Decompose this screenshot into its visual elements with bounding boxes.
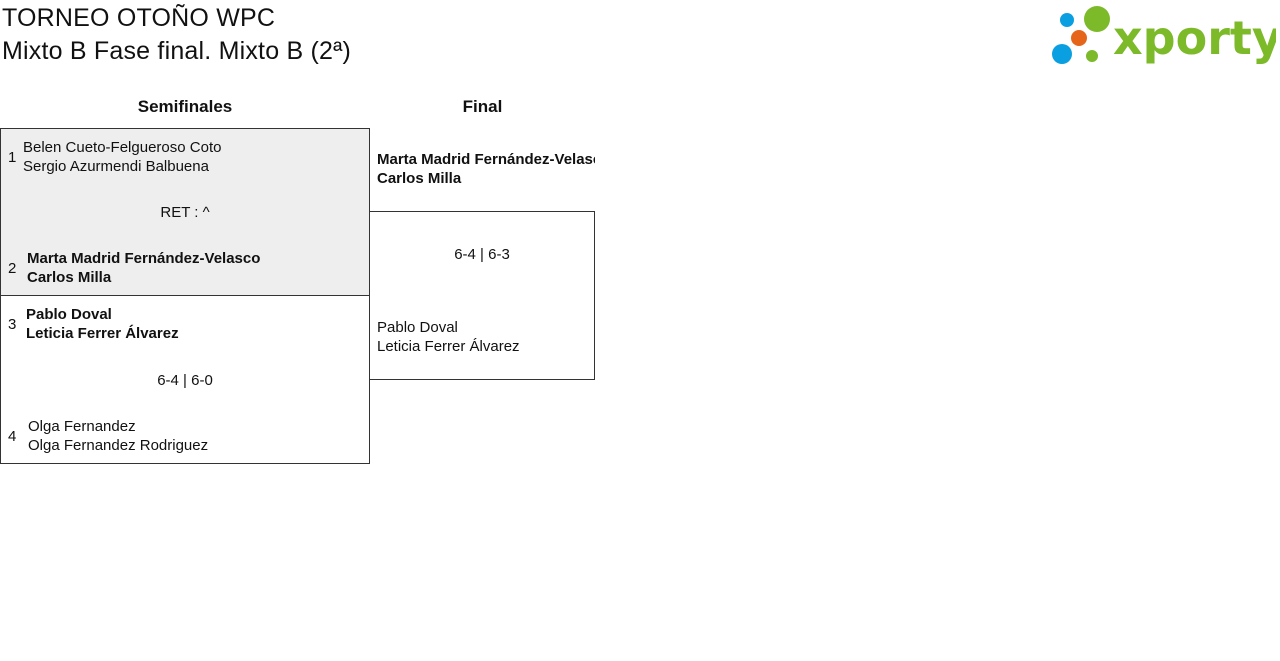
final-team-top[interactable]: Marta Madrid Fernández-Velasco Carlos Mi… <box>377 150 595 188</box>
seed-number: 3 <box>8 316 17 333</box>
team-entry[interactable]: Olga Fernandez Olga Fernandez Rodriguez <box>28 417 208 455</box>
team-entry[interactable]: Marta Madrid Fernández-Velasco Carlos Mi… <box>27 249 260 287</box>
match-score: 6-4 | 6-0 <box>157 372 213 389</box>
player-name: Marta Madrid Fernández-Velasco <box>27 250 261 267</box>
seed-number: 2 <box>8 260 17 277</box>
team-entry[interactable]: Pablo Doval Leticia Ferrer Álvarez <box>377 318 520 356</box>
player-name: Pablo Doval <box>26 306 112 323</box>
player-name: Marta Madrid Fernández-Velasco <box>377 151 595 168</box>
match-score: 6-4 | 6-3 <box>454 246 510 263</box>
xporty-logo-icon: xporty <box>1052 6 1276 65</box>
round-label-semifinals: Semifinales <box>137 97 233 116</box>
logo-text: xporty <box>1113 11 1276 65</box>
player-name: Sergio Azurmendi Balbuena <box>23 158 209 175</box>
player-name: Olga Fernandez Rodriguez <box>28 437 209 454</box>
draw-subtitle: Mixto B Fase final. Mixto B (2ª) <box>2 37 352 65</box>
final-match[interactable]: 6-4 | 6-3 Pablo Doval Leticia Ferrer Álv… <box>369 211 595 380</box>
player-name: Leticia Ferrer Álvarez <box>377 338 520 355</box>
xporty-logo[interactable]: xporty <box>1050 4 1276 66</box>
player-name: Carlos Milla <box>377 170 462 187</box>
seed-number: 4 <box>8 428 17 445</box>
team-entry[interactable]: Belen Cueto-Felgueroso Coto Sergio Azurm… <box>23 138 221 176</box>
player-name: Belen Cueto-Felgueroso Coto <box>23 139 222 156</box>
player-name: Olga Fernandez <box>28 418 136 435</box>
semifinal-match-1[interactable]: 1 Belen Cueto-Felgueroso Coto Sergio Azu… <box>0 128 370 296</box>
seed-number: 1 <box>8 149 17 166</box>
player-name: Carlos Milla <box>27 269 112 286</box>
match-score: RET : ^ <box>160 204 210 221</box>
team-entry[interactable]: Pablo Doval Leticia Ferrer Álvarez <box>26 305 179 343</box>
semifinal-match-2[interactable]: 3 Pablo Doval Leticia Ferrer Álvarez 6-4… <box>0 295 370 464</box>
player-name: Leticia Ferrer Álvarez <box>26 325 179 342</box>
player-name: Pablo Doval <box>377 319 458 336</box>
tournament-title: TORNEO OTOÑO WPC <box>2 4 276 32</box>
round-label-final: Final <box>462 97 503 116</box>
